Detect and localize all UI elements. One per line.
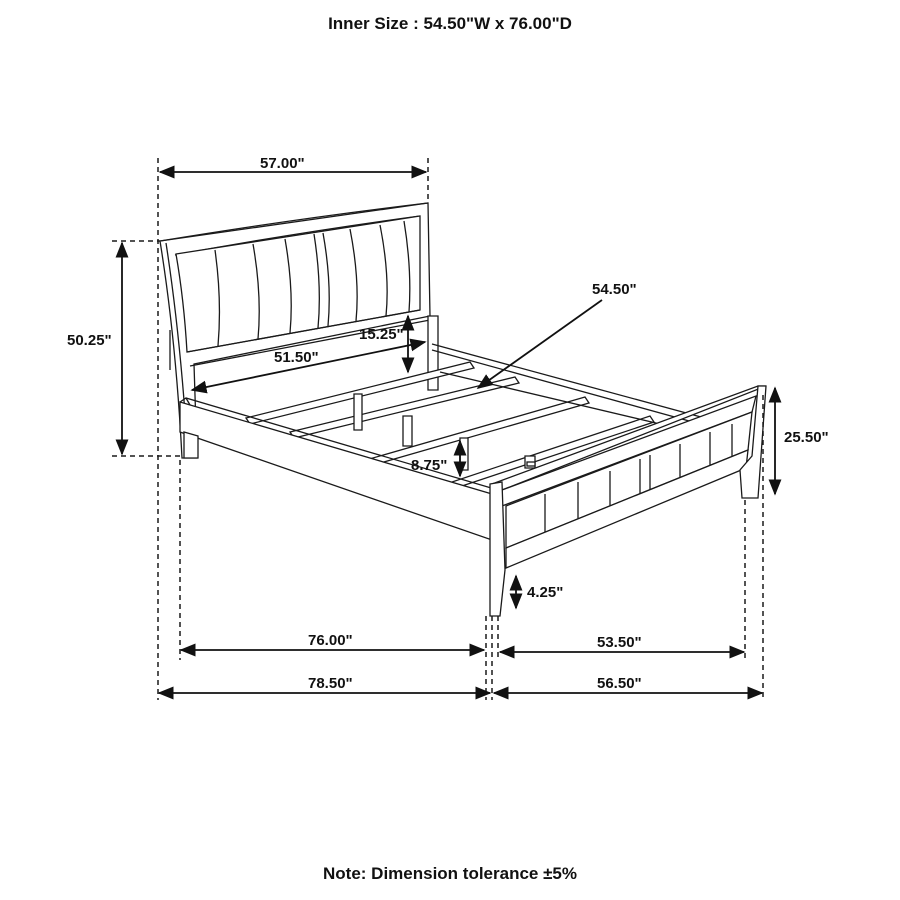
dimension-arrows: [115, 165, 782, 700]
diagram-title: Inner Size : 54.50"W x 76.00"D: [328, 14, 572, 33]
dim-slat-clearance: 8.75": [411, 457, 448, 474]
dim-headboard-rail-height: 15.25": [359, 326, 404, 343]
dim-overall-length: 78.50": [308, 675, 353, 692]
headboard: [159, 202, 439, 459]
extension-lines: [112, 158, 764, 700]
dim-footboard-inner-width: 53.50": [597, 634, 642, 651]
dim-headboard-height: 50.25": [67, 332, 112, 349]
dim-inner-length: 76.00": [308, 632, 353, 649]
dim-leg-clearance: 4.25": [527, 584, 564, 601]
dim-slat-length: 54.50": [592, 281, 637, 298]
dim-overall-width: 56.50": [597, 675, 642, 692]
dim-footboard-height: 25.50": [784, 429, 829, 446]
far-side-rail: [431, 343, 713, 425]
near-side-rail: [179, 397, 499, 541]
footboard: [489, 385, 767, 617]
dim-headboard-width: 57.00": [260, 155, 305, 172]
tolerance-note: Note: Dimension tolerance ±5%: [323, 864, 577, 883]
dim-headboard-inner-width: 51.50": [274, 349, 319, 366]
